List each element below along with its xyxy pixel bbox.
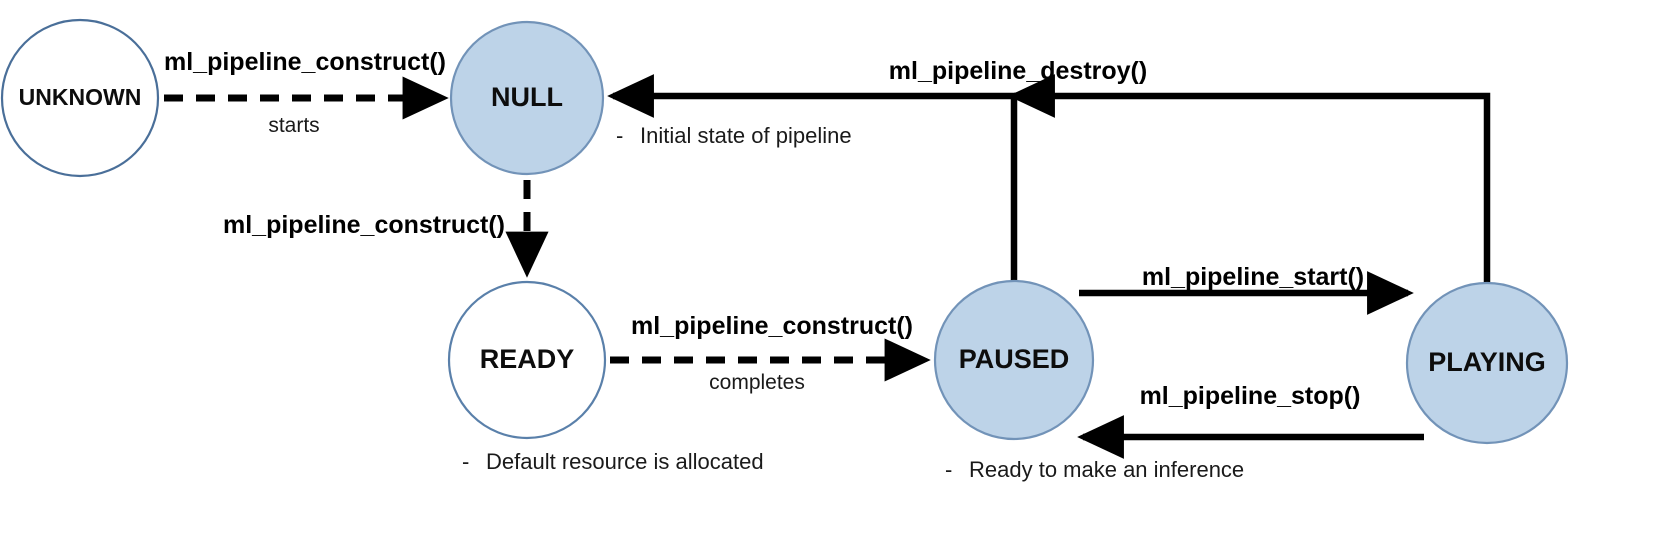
- note-bullet-null: -: [616, 123, 623, 148]
- state-node-paused[interactable]: PAUSED: [933, 279, 1095, 441]
- state-note-ready: -Default resource is allocated: [462, 449, 764, 474]
- state-circle-paused: [933, 279, 1095, 441]
- transition-label-null-to-ready: ml_pipeline_construct(): [223, 211, 505, 239]
- state-label-playing: PLAYING: [1428, 347, 1546, 377]
- state-note-paused: -Ready to make an inference: [945, 457, 1244, 482]
- transition-label-playing-to-paused: ml_pipeline_stop(): [1140, 382, 1361, 410]
- note-bullet-ready: -: [462, 449, 469, 474]
- state-node-ready[interactable]: READY: [447, 280, 607, 440]
- state-circle-playing: [1405, 281, 1569, 445]
- transition-label-ready-to-paused: ml_pipeline_construct(): [631, 312, 913, 340]
- transition-labels-layer: ml_pipeline_construct()startsml_pipeline…: [164, 48, 1364, 410]
- note-text-ready: Default resource is allocated: [486, 449, 764, 474]
- note-text-null: Initial state of pipeline: [640, 123, 852, 148]
- transition-label-paused-to-playing: ml_pipeline_start(): [1142, 263, 1364, 291]
- state-circle-ready: [447, 280, 607, 440]
- state-node-playing[interactable]: PLAYING: [1405, 281, 1569, 445]
- state-circle-unknown: [0, 18, 160, 178]
- state-label-paused: PAUSED: [959, 344, 1070, 374]
- note-text-paused: Ready to make an inference: [969, 457, 1244, 482]
- state-notes-layer: -Initial state of pipeline-Default resou…: [462, 123, 1244, 482]
- state-circle-null: [449, 20, 605, 176]
- transition-label-paused-to-null-destroy: ml_pipeline_destroy(): [889, 57, 1147, 85]
- state-label-unknown: UNKNOWN: [19, 84, 142, 110]
- transition-sublabel-unknown-to-null: starts: [268, 114, 319, 137]
- state-label-null: NULL: [491, 82, 563, 112]
- transition-edge-playing-to-null-destroy: [1008, 74, 1491, 284]
- state-node-null[interactable]: NULL: [449, 20, 605, 176]
- state-label-ready: READY: [480, 344, 575, 374]
- state-node-unknown[interactable]: UNKNOWN: [0, 18, 160, 178]
- transition-label-unknown-to-null: ml_pipeline_construct(): [164, 48, 446, 76]
- transition-sublabel-ready-to-paused: completes: [709, 371, 805, 394]
- state-note-null: -Initial state of pipeline: [616, 123, 852, 148]
- note-bullet-paused: -: [945, 457, 952, 482]
- states-layer: UNKNOWN NULL READY PAUSED PLAYING: [0, 18, 1569, 445]
- transitions-layer: [164, 74, 1491, 459]
